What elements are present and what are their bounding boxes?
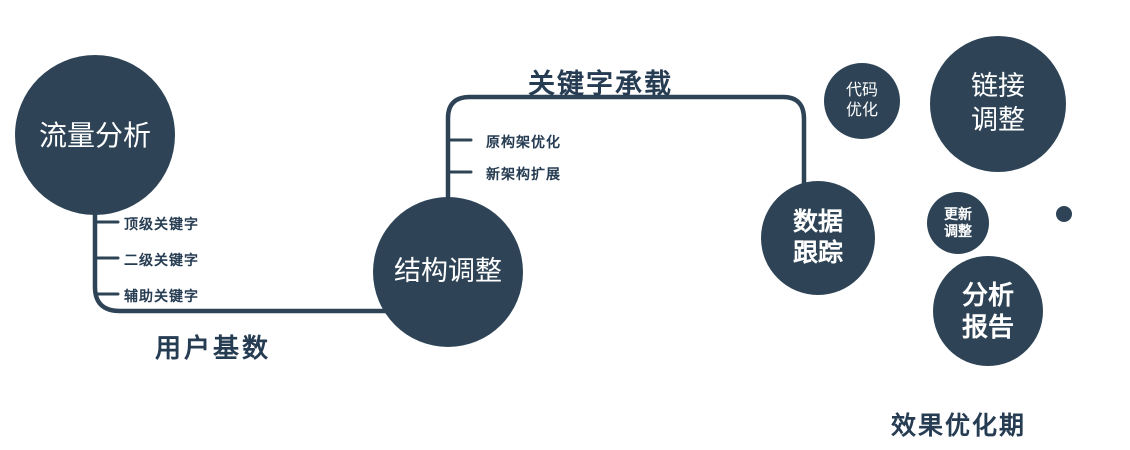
node-analysis-report-label-2: 报告 bbox=[961, 312, 1014, 342]
node-link-adjustment: 链接 调整 bbox=[930, 36, 1066, 172]
edge-label-user-base: 用户基数 bbox=[155, 333, 272, 363]
branch-label-top-keywords: 顶级关键字 bbox=[124, 216, 199, 232]
node-update-adjustment-label-2: 调整 bbox=[944, 223, 972, 239]
diagram-caption: 效果优化期 bbox=[891, 412, 1027, 440]
node-code-optimization-label-1: 代码 bbox=[845, 82, 878, 99]
branch-label-auxiliary-keywords: 辅助关键字 bbox=[124, 288, 199, 304]
node-structure-adjustment: 结构调整 bbox=[373, 197, 523, 347]
edge-structure-to-tracking bbox=[445, 94, 807, 218]
node-update-adjustment: 更新 调整 bbox=[927, 192, 989, 254]
node-link-adjustment-label-2: 调整 bbox=[971, 105, 1025, 135]
node-data-tracking-label-2: 跟踪 bbox=[792, 239, 843, 267]
node-data-tracking: 数据 跟踪 bbox=[761, 181, 875, 295]
edge-label-keyword-carry: 关键字承载 bbox=[528, 69, 673, 99]
small-dot-marker bbox=[1056, 206, 1072, 222]
node-code-optimization: 代码 优化 bbox=[824, 63, 900, 139]
node-traffic-analysis: 流量分析 bbox=[15, 55, 175, 215]
node-traffic-analysis-label: 流量分析 bbox=[38, 119, 151, 151]
branch-label-new-architecture: 新架构扩展 bbox=[486, 166, 561, 182]
node-structure-adjustment-label: 结构调整 bbox=[394, 256, 502, 287]
node-data-tracking-label-1: 数据 bbox=[792, 207, 843, 236]
node-link-adjustment-label-1: 链接 bbox=[971, 71, 1025, 102]
node-analysis-report: 分析 报告 bbox=[933, 256, 1043, 366]
node-analysis-report-label-1: 分析 bbox=[961, 279, 1014, 310]
edge-traffic-to-structure bbox=[92, 147, 393, 314]
node-code-optimization-label-2: 优化 bbox=[845, 102, 878, 119]
node-update-adjustment-label-1: 更新 bbox=[944, 205, 972, 222]
branch-label-original-architecture: 原构架优化 bbox=[486, 134, 561, 150]
branch-label-secondary-keywords: 二级关键字 bbox=[124, 252, 199, 268]
